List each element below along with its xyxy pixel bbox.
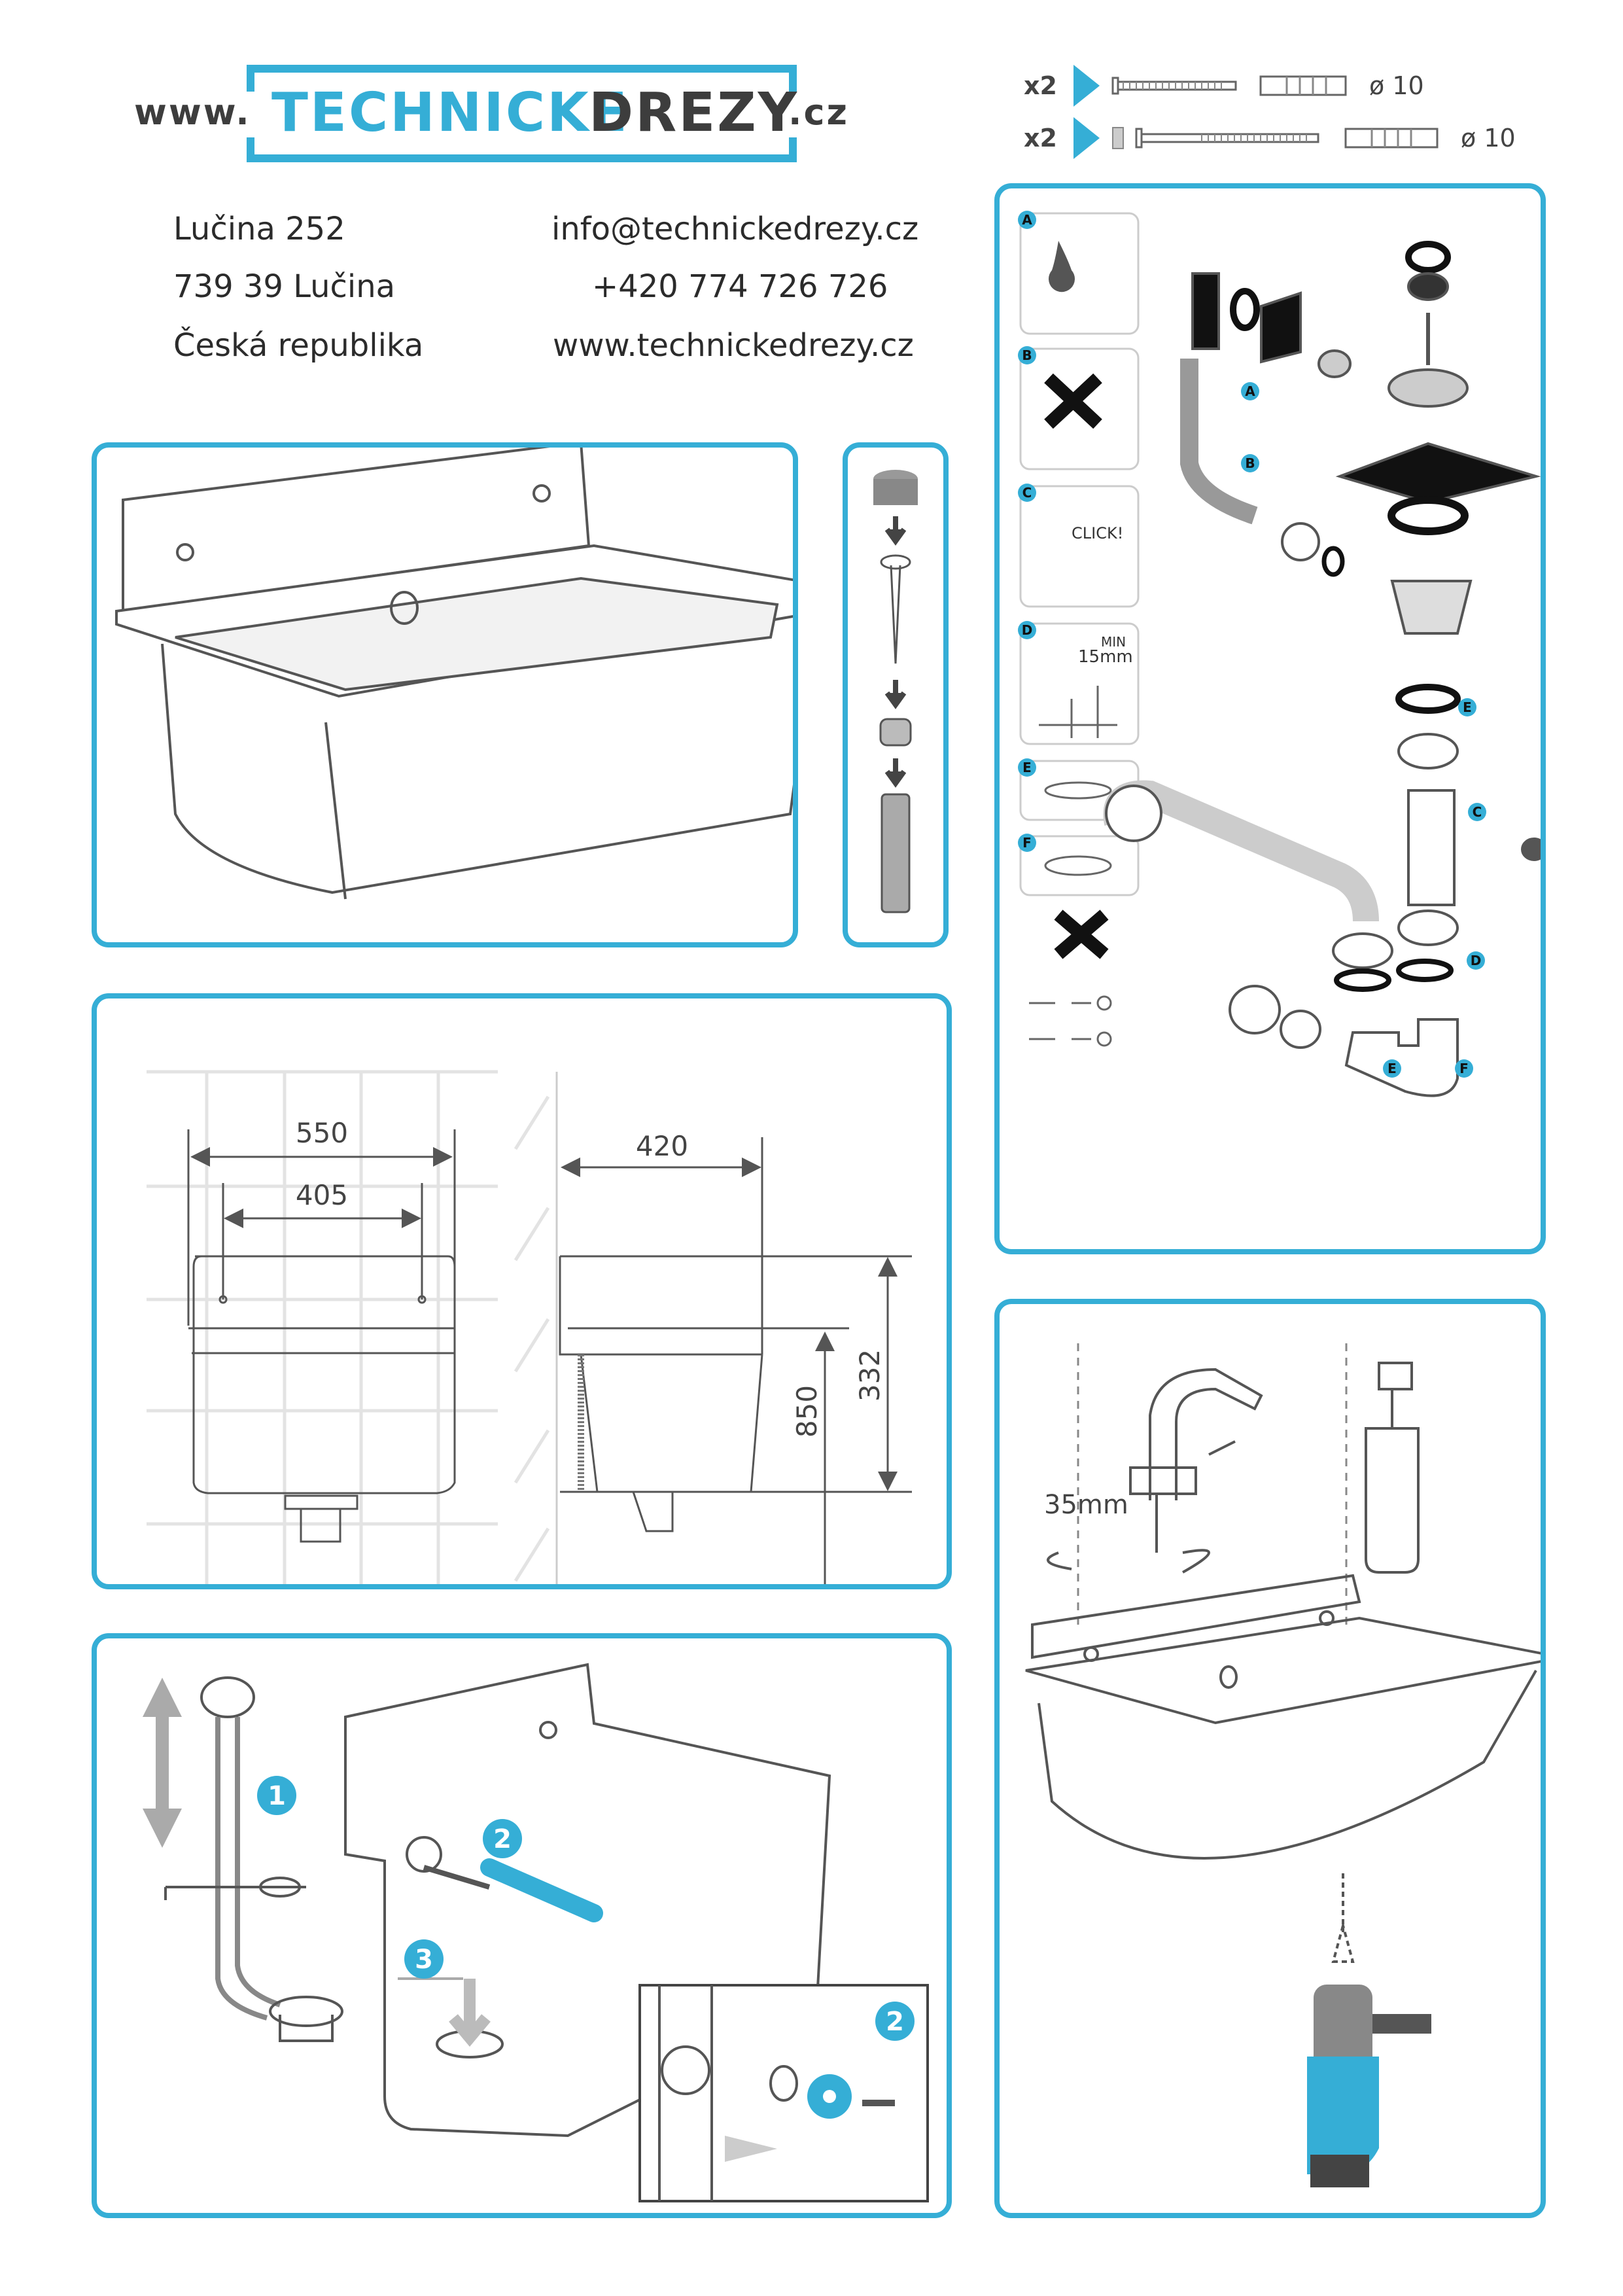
contact-email[interactable]: info@technickedrezy.cz xyxy=(551,211,919,247)
step-label: C xyxy=(1022,485,1032,501)
water-drop-icon xyxy=(1049,241,1075,292)
part-label: F xyxy=(1459,1061,1469,1076)
hole-spacing-label: 405 xyxy=(296,1179,348,1211)
click-label: CLICK! xyxy=(1072,524,1123,542)
siphon-exploded-view: CLICK! MIN 15mm xyxy=(1018,211,1547,1097)
part-label: C xyxy=(1473,804,1482,820)
address-line-2: 739 39 Lučina xyxy=(173,268,396,305)
step-label: F xyxy=(1022,835,1032,851)
depth-label: 420 xyxy=(636,1130,688,1162)
logo-suffix: .cz xyxy=(788,92,849,133)
screwdriver-icon xyxy=(480,1858,603,1922)
cross-icon xyxy=(1044,373,1102,429)
address-line-3: Česká republika xyxy=(173,327,424,364)
logo-prefix: www. xyxy=(134,92,251,133)
part-label: D xyxy=(1471,953,1482,968)
up-down-arrow-icon xyxy=(143,1678,182,1848)
siphon-assembly-panel: CLICK! MIN 15mm xyxy=(994,183,1547,1254)
step-badge: 2 xyxy=(493,1824,512,1854)
mount-height-label: 850 xyxy=(791,1385,823,1438)
min-label: MIN xyxy=(1101,634,1126,650)
play-arrow-icon xyxy=(1073,65,1100,107)
width-label: 550 xyxy=(296,1117,348,1149)
faucet-installation-panel: 35mm xyxy=(994,1299,1563,2218)
step-badge: 3 xyxy=(415,1945,433,1975)
step-label: E xyxy=(1022,760,1032,775)
dimension-drawing: 550 405 420 850 332 xyxy=(145,1070,916,1771)
logo-word-drezy: DREZY xyxy=(589,82,799,144)
dimensions-panel: 550 405 420 850 332 xyxy=(92,993,952,1771)
drill-icon xyxy=(1307,1985,1431,2187)
diameter-label: ø 10 xyxy=(1369,71,1424,100)
min-value-label: 15mm xyxy=(1078,647,1133,667)
step-badge: 2 xyxy=(886,2007,904,2037)
hole-diameter-label: 35mm xyxy=(1044,1490,1128,1520)
cross-icon xyxy=(1054,910,1109,959)
diameter-label: ø 10 xyxy=(1461,124,1516,152)
play-arrow-icon xyxy=(1073,117,1100,159)
logo-word-technicke: TECHNICKE xyxy=(271,82,629,144)
address-line-1: Lučina 252 xyxy=(173,211,345,247)
contact-phone[interactable]: +420 774 726 726 xyxy=(592,268,888,305)
quantity-label: x2 xyxy=(1024,124,1057,152)
screw-and-dowel-icon xyxy=(1111,75,1347,96)
wall-anchor-illustration xyxy=(873,470,918,913)
hardware-row: x2 ø 10 xyxy=(1024,115,1516,161)
step-label: D xyxy=(1022,622,1033,638)
sink-height-label: 332 xyxy=(854,1349,886,1402)
installation-illustration: 1 2 3 2 xyxy=(143,1663,929,2202)
part-label: E xyxy=(1463,699,1472,715)
bolt-and-dowel-icon xyxy=(1112,127,1439,149)
sink-overview-panel xyxy=(92,440,824,947)
hardware-row: x2 ø 10 xyxy=(1024,63,1424,109)
part-label: B xyxy=(1245,455,1255,471)
quantity-label: x2 xyxy=(1024,71,1057,100)
step-badge: 1 xyxy=(268,1781,286,1811)
wall-anchor-panel xyxy=(843,442,949,947)
faucet-illustration: 35mm xyxy=(1025,1343,1563,2187)
part-label: A xyxy=(1245,383,1255,399)
sink-illustration xyxy=(115,440,824,900)
step-label: A xyxy=(1022,212,1032,228)
step-label: B xyxy=(1022,347,1032,363)
installation-steps-panel: 1 2 3 2 xyxy=(92,1633,952,2218)
part-label: E xyxy=(1387,1061,1397,1076)
contact-web[interactable]: www.technickedrezy.cz xyxy=(553,327,914,364)
